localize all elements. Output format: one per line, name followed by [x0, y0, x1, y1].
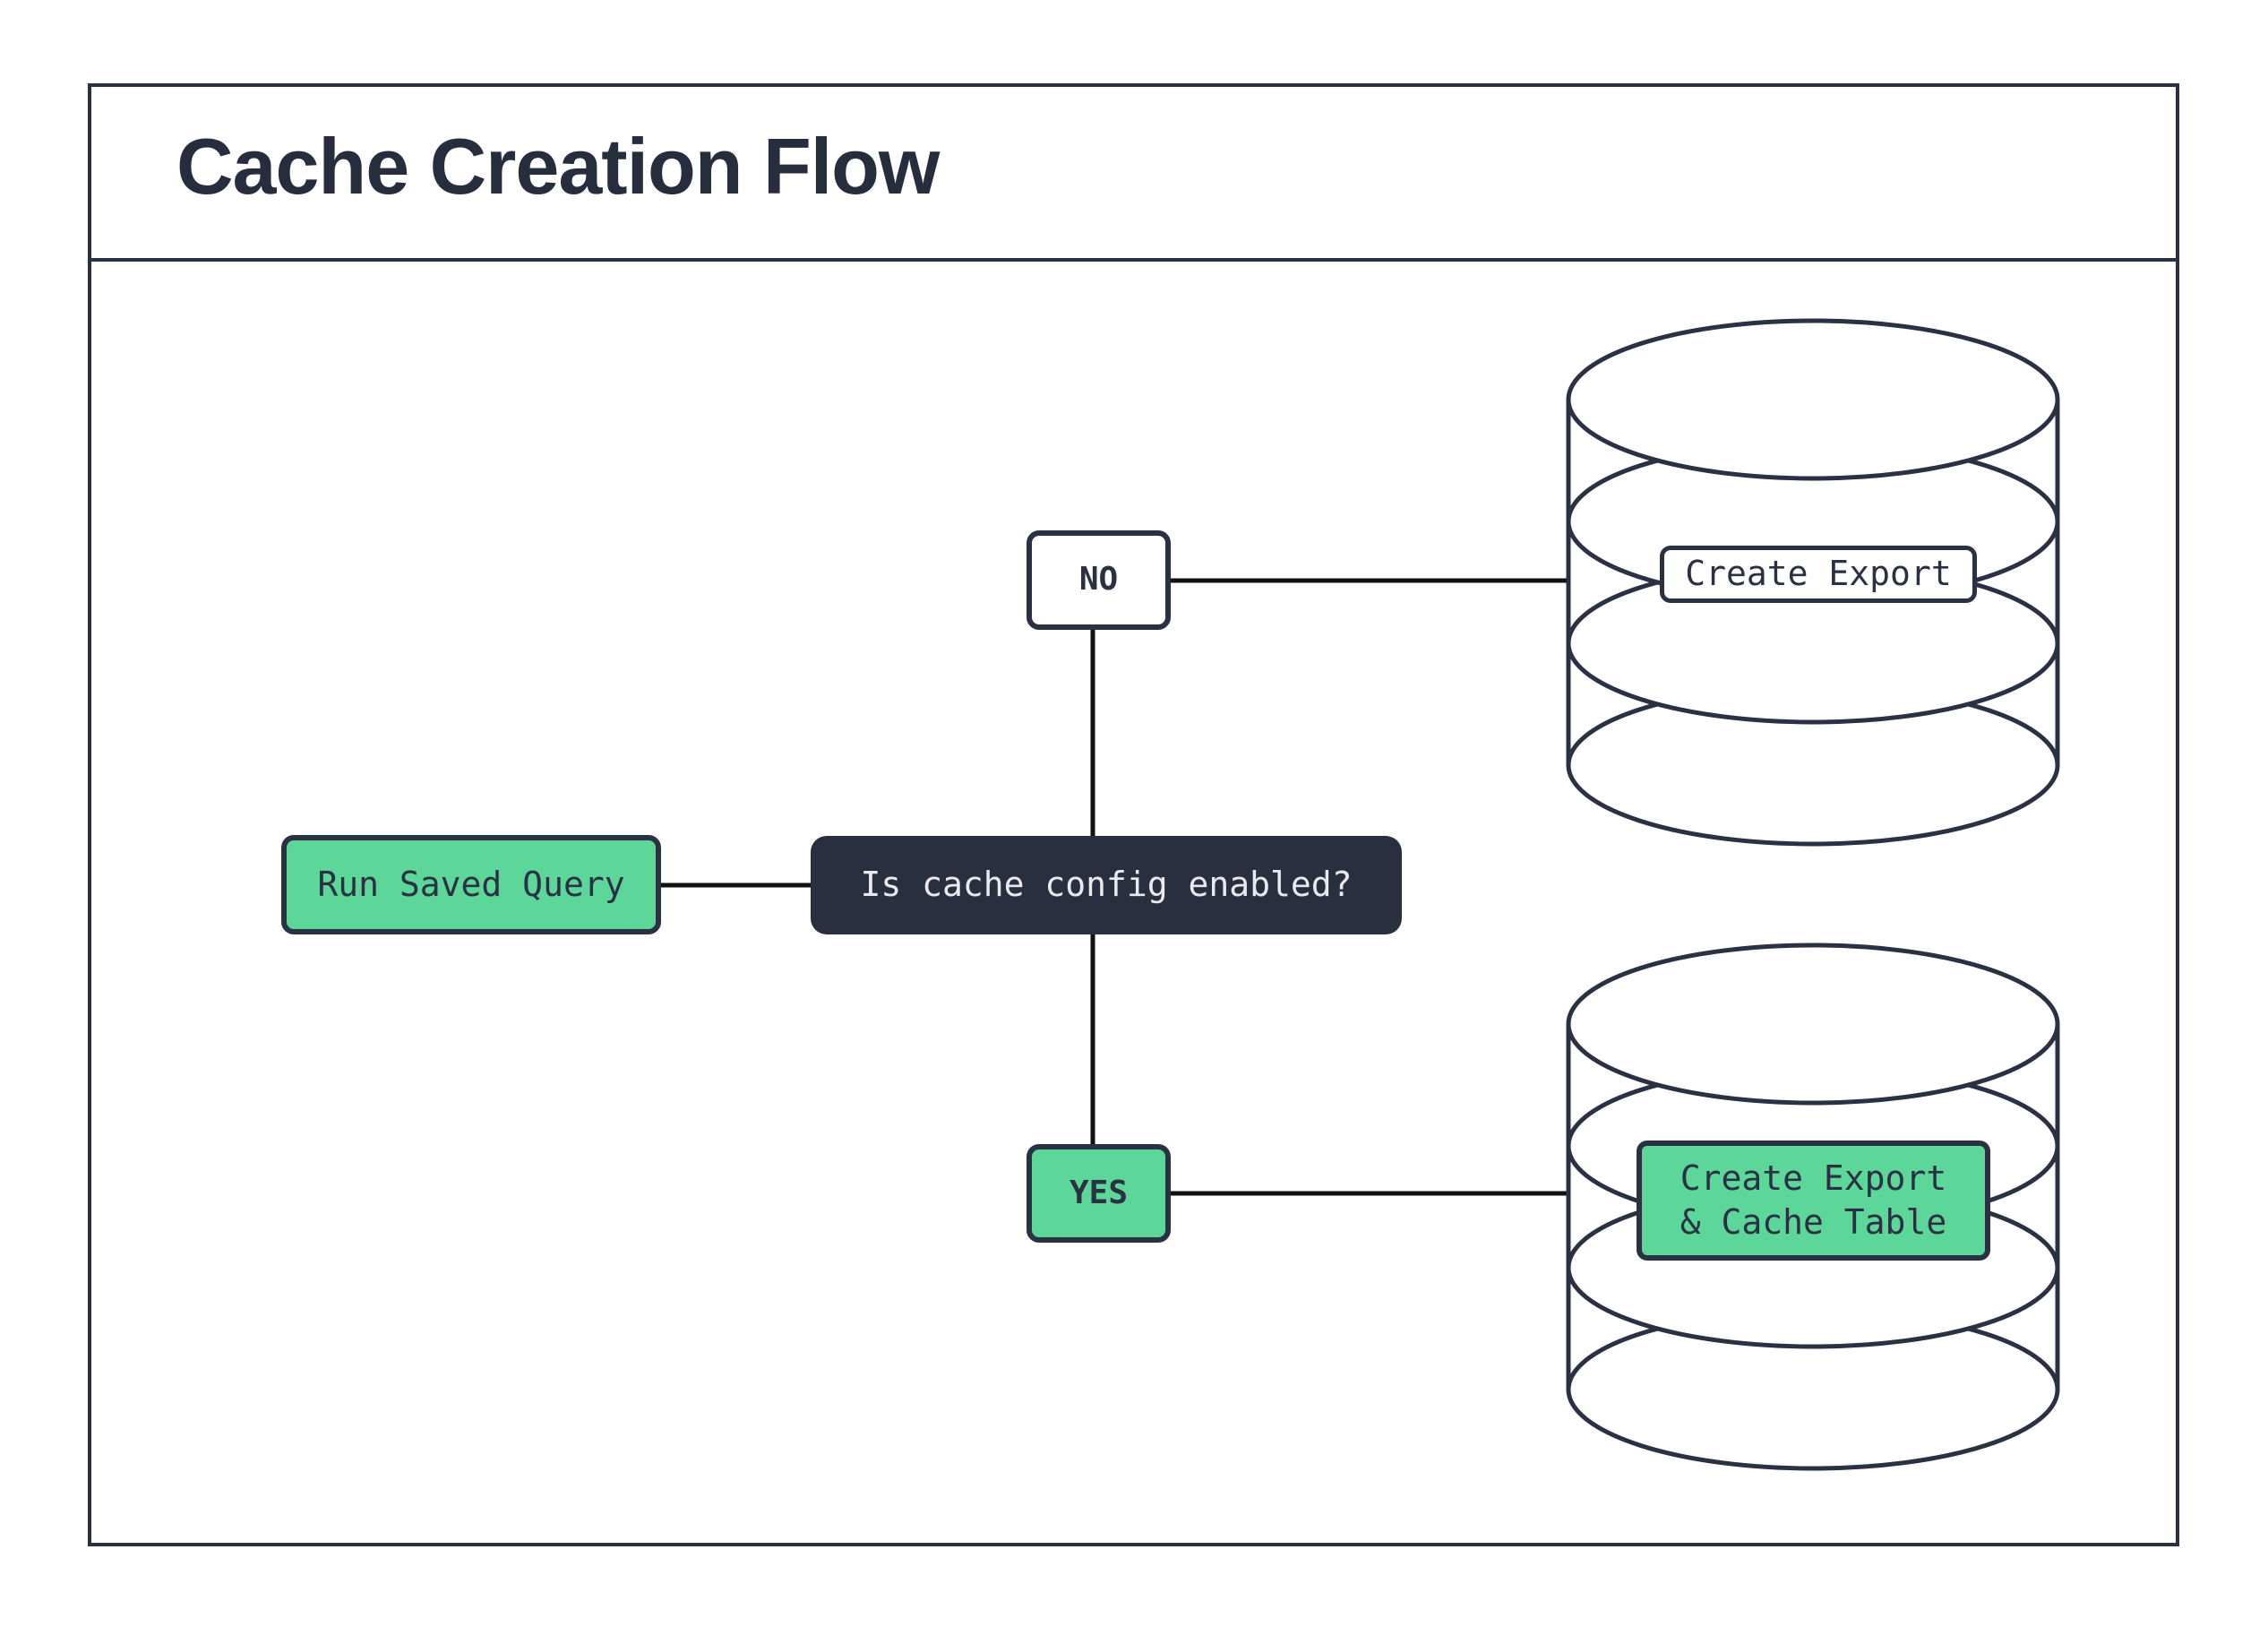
- node-run-saved-query-label: Run Saved Query: [317, 864, 625, 904]
- node-create-export-cache-table-line1: Create Export: [1680, 1158, 1947, 1198]
- node-yes-branch-label: YES: [1069, 1174, 1129, 1211]
- database-icon-export: [1566, 318, 2060, 847]
- header-divider: [88, 258, 2179, 262]
- node-no-branch-label: NO: [1078, 561, 1119, 598]
- node-create-export-cache-table-line2: & Cache Table: [1680, 1202, 1947, 1242]
- node-no-branch: NO: [1027, 530, 1171, 630]
- edges: [661, 578, 1569, 1196]
- node-create-export-label: Create Export: [1685, 554, 1952, 594]
- node-create-export-cache-table: Create Export & Cache Table: [1637, 1141, 1990, 1261]
- node-cache-config-decision-label: Is cache config enabled?: [860, 865, 1353, 905]
- diagram-frame: [88, 83, 2179, 1546]
- node-cache-config-decision: Is cache config enabled?: [811, 836, 1402, 934]
- node-create-export: Create Export: [1660, 546, 1977, 603]
- node-run-saved-query: Run Saved Query: [281, 835, 661, 934]
- node-yes-branch: YES: [1027, 1144, 1171, 1243]
- diagram-title: Cache Creation Flow: [176, 122, 940, 211]
